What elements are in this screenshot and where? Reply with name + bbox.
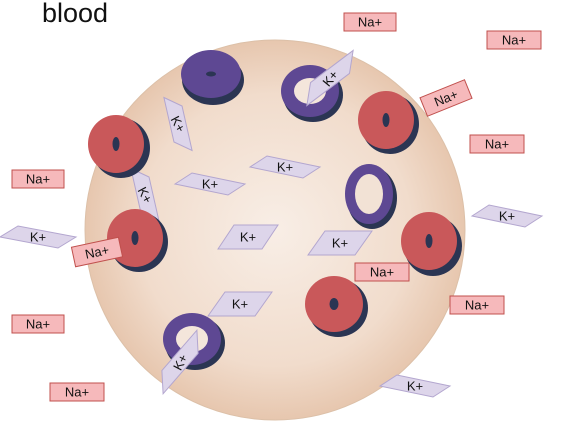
k-ion-channel-bottom: K+: [161, 328, 199, 396]
svg-text:Na+: Na+: [358, 15, 382, 30]
red-cell-right-middle: [401, 212, 462, 276]
na-ion-outside-6: Na+: [449, 295, 505, 315]
svg-text:K+: K+: [170, 352, 191, 373]
purple-ring-right: [345, 164, 397, 229]
na-ion-inside: Na+: [354, 262, 410, 282]
k-ion-inside-1: K+: [173, 172, 247, 196]
red-cell-right-top: [358, 91, 419, 154]
svg-text:Na+: Na+: [465, 298, 489, 313]
svg-text:Na+: Na+: [485, 137, 509, 152]
k-ion-inside-4: K+: [307, 230, 373, 256]
svg-text:Na+: Na+: [502, 33, 526, 48]
svg-text:K+: K+: [407, 379, 423, 394]
svg-text:Na+: Na+: [26, 317, 50, 332]
purple-cell-top: [181, 50, 244, 105]
svg-text:K+: K+: [499, 209, 515, 224]
svg-text:K+: K+: [30, 230, 46, 245]
na-ion-channel-left: Na+: [70, 236, 124, 268]
na-ion-outside-5: Na+: [11, 314, 65, 334]
svg-text:K+: K+: [277, 160, 293, 175]
red-cell-left-top: [88, 115, 150, 178]
svg-text:Na+: Na+: [84, 242, 111, 262]
k-ion-inside-5: K+: [207, 291, 273, 317]
na-ion-outside-2: Na+: [486, 30, 542, 50]
svg-text:Na+: Na+: [370, 265, 394, 280]
svg-text:K+: K+: [332, 236, 348, 251]
svg-text:K+: K+: [168, 113, 189, 134]
k-ion-inside-3: K+: [217, 224, 279, 250]
red-cell-bottom: [305, 276, 368, 337]
na-ion-outside-4: Na+: [11, 169, 65, 189]
svg-text:Na+: Na+: [26, 172, 50, 187]
na-ion-outside-3: Na+: [469, 134, 525, 154]
svg-text:Na+: Na+: [65, 385, 89, 400]
k-ion-outside-3: K+: [378, 374, 452, 398]
k-ion-outside-1: K+: [0, 225, 78, 249]
na-ion-outside-1: Na+: [343, 12, 397, 32]
diagram-title: blood: [42, 0, 109, 28]
k-ion-channel-top: K+: [306, 49, 354, 107]
na-ion-outside-7: Na+: [49, 382, 105, 402]
k-ion-outside-2: K+: [470, 204, 544, 228]
na-ion-channel-right: Na+: [419, 79, 473, 117]
svg-text:K+: K+: [202, 177, 218, 192]
k-ion-inside-2: K+: [248, 155, 322, 179]
svg-text:K+: K+: [135, 184, 156, 205]
svg-text:K+: K+: [232, 297, 248, 312]
k-ion-inside-6: K+: [163, 96, 193, 152]
svg-text:K+: K+: [240, 230, 256, 245]
